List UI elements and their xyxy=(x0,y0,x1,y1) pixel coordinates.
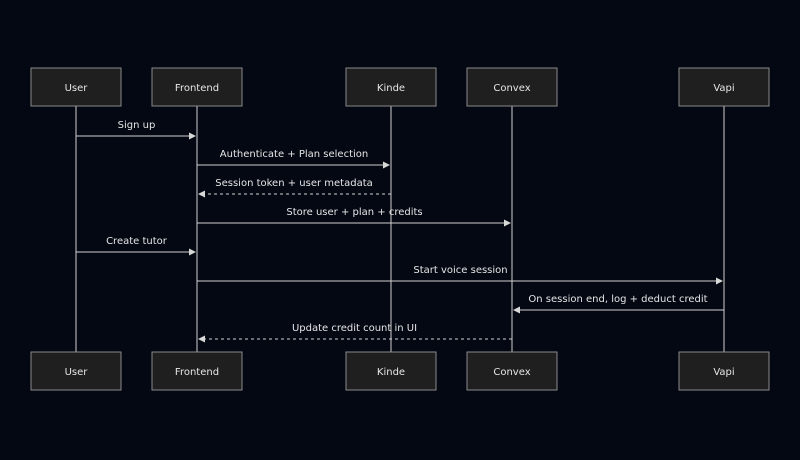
actor-box xyxy=(466,351,558,391)
actor-label: Convex xyxy=(493,83,530,94)
actor-label: Frontend xyxy=(175,367,219,378)
message-label: Update credit count in UI xyxy=(292,323,417,334)
actor-label: Kinde xyxy=(377,367,405,378)
arrowhead xyxy=(198,335,205,343)
actor-user-top: User xyxy=(30,67,122,107)
message-8: Update credit count in UI xyxy=(198,323,512,343)
message-label: Authenticate + Plan selection xyxy=(220,149,368,160)
message-7: On session end, log + deduct credit xyxy=(513,294,724,314)
message-label: Session token + user metadata xyxy=(215,178,373,189)
actor-box xyxy=(345,351,437,391)
actor-label: Vapi xyxy=(713,83,734,94)
actor-label: Frontend xyxy=(175,83,219,94)
messages: Sign up Authenticate + Plan selectionSess… xyxy=(76,120,724,343)
arrowhead xyxy=(189,248,196,256)
actor-kinde-top: Kinde xyxy=(345,67,437,107)
actor-box xyxy=(678,67,770,107)
actor-kinde-bottom: Kinde xyxy=(345,351,437,391)
actor-box xyxy=(151,67,243,107)
actor-box xyxy=(30,351,122,391)
actor-frontend-bottom: Frontend xyxy=(151,351,243,391)
actor-box xyxy=(345,67,437,107)
arrowhead xyxy=(513,306,520,314)
actor-convex-bottom: Convex xyxy=(466,351,558,391)
arrowhead xyxy=(504,219,511,227)
actor-vapi-bottom: Vapi xyxy=(678,351,770,391)
arrowhead xyxy=(383,161,390,169)
actor-convex-top: Convex xyxy=(466,67,558,107)
arrowhead xyxy=(198,190,205,198)
message-label: Store user + plan + credits xyxy=(286,207,422,218)
actor-frontend-top: Frontend xyxy=(151,67,243,107)
actor-label: Convex xyxy=(493,367,530,378)
actors-bottom: User Frontend Kinde Convex Vapi xyxy=(30,351,770,391)
message-5: Create tutor xyxy=(76,236,196,256)
arrowhead xyxy=(716,277,723,285)
message-2: Authenticate + Plan selection xyxy=(197,149,390,169)
message-3: Session token + user metadata xyxy=(198,178,391,198)
actor-box xyxy=(466,67,558,107)
message-label: Start voice session xyxy=(413,265,507,276)
message-label: On session end, log + deduct credit xyxy=(528,294,707,305)
arrowhead xyxy=(189,132,196,140)
message-4: Store user + plan + credits xyxy=(197,207,511,227)
actor-box xyxy=(678,351,770,391)
lifelines xyxy=(75,106,725,352)
message-1: Sign up xyxy=(76,120,196,140)
actor-box xyxy=(151,351,243,391)
actors-top: User Frontend Kinde Convex Vapi xyxy=(30,67,770,107)
actor-label: Kinde xyxy=(377,83,405,94)
actor-user-bottom: User xyxy=(30,351,122,391)
actor-label: User xyxy=(65,367,89,378)
actor-box xyxy=(30,67,122,107)
message-6: Start voice session xyxy=(197,265,723,285)
actor-vapi-top: Vapi xyxy=(678,67,770,107)
message-label: Create tutor xyxy=(106,236,168,247)
message-label: Sign up xyxy=(118,120,156,131)
actor-label: User xyxy=(65,83,89,94)
actor-label: Vapi xyxy=(713,367,734,378)
